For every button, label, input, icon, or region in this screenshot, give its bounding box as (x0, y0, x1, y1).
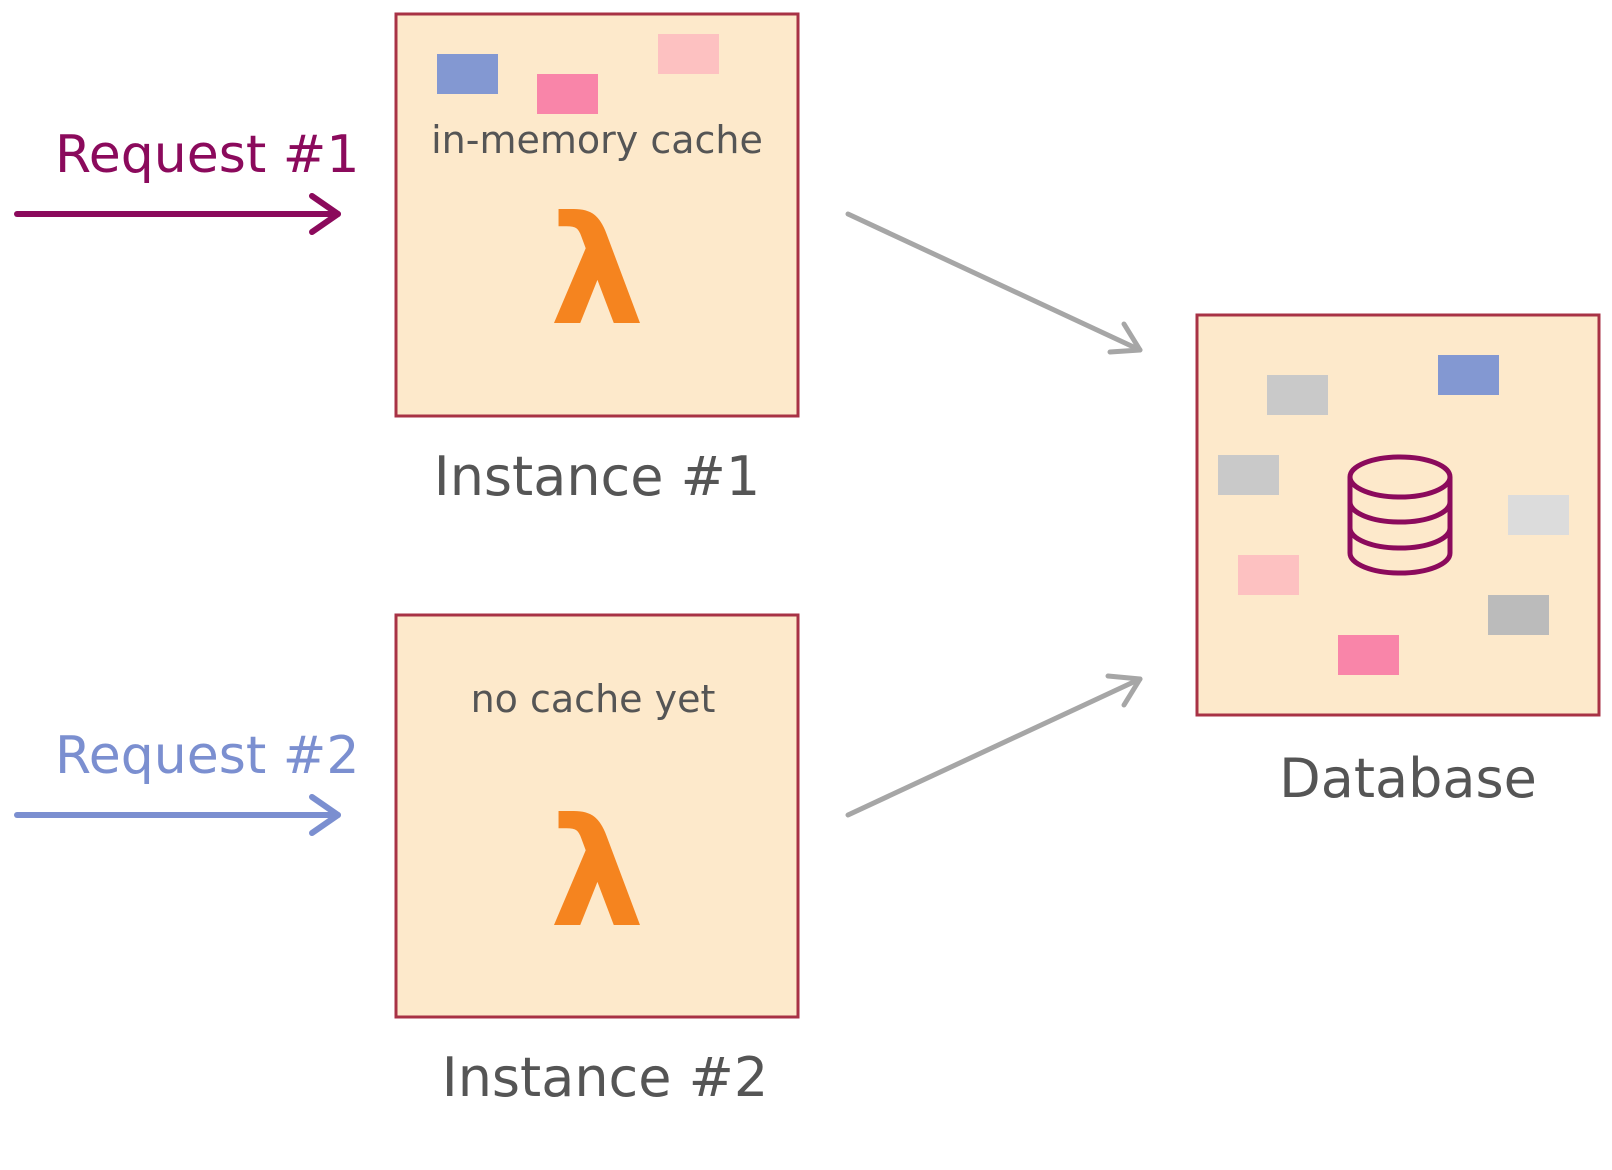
cache-item-blue (437, 54, 498, 94)
instance-1-to-db-arrow (845, 211, 1143, 355)
lambda-icon: λ (550, 787, 645, 961)
request-2: Request #2 (14, 726, 359, 836)
cache-item-light-pink (658, 34, 719, 74)
cache-item-pink (537, 74, 598, 114)
database-icon (1347, 454, 1453, 576)
db-item-mid-gray (1488, 595, 1549, 635)
instance-1-cache-label: in-memory cache (431, 118, 763, 162)
instance-1: in-memory cache λ Instance #1 (394, 12, 800, 508)
request-2-label: Request #2 (55, 726, 359, 786)
lambda-icon: λ (550, 185, 645, 359)
request-2-arrow (14, 794, 341, 836)
db-item-light-gray (1508, 495, 1569, 535)
database: Database (1195, 313, 1601, 810)
instance-2-box (394, 613, 800, 1019)
db-item-gray (1218, 455, 1279, 495)
instance-2: no cache yet λ Instance #2 (394, 613, 800, 1109)
request-1-arrow (14, 193, 341, 235)
db-item-light-pink (1238, 555, 1299, 595)
instance-2-cache-label: no cache yet (471, 677, 716, 721)
request-1-label: Request #1 (55, 125, 359, 185)
instance-2-label: Instance #2 (442, 1046, 768, 1109)
db-item-gray (1267, 375, 1328, 415)
db-item-blue (1438, 355, 1499, 395)
instance-2-to-db-arrow (845, 673, 1143, 818)
request-1: Request #1 (14, 125, 359, 235)
instance-1-label: Instance #1 (434, 445, 760, 508)
database-label: Database (1279, 747, 1537, 810)
db-item-pink (1338, 635, 1399, 675)
